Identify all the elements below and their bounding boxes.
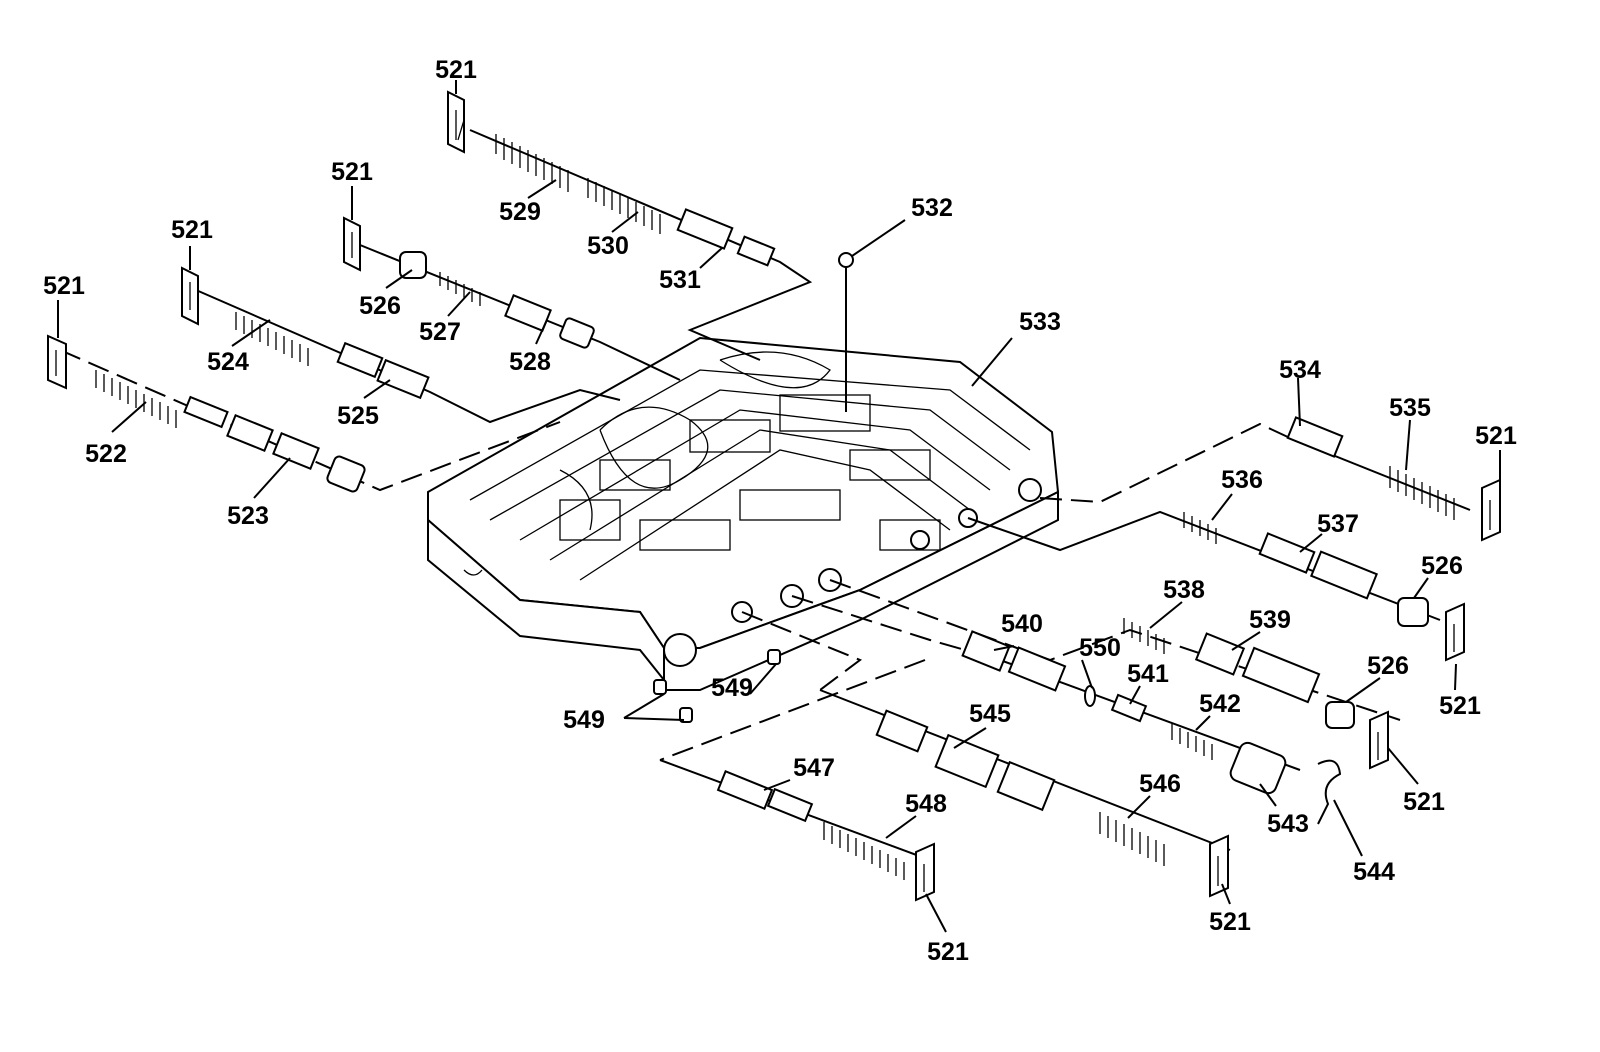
callout-label: 521: [1439, 692, 1481, 720]
callout-label: 521: [43, 272, 85, 300]
callout-label: 527: [419, 318, 461, 346]
callout-label: 521: [331, 158, 373, 186]
callout-label: 524: [207, 348, 249, 376]
callout-label: 545: [969, 700, 1011, 728]
callout-label: 540: [1001, 610, 1043, 638]
callout-label: 549: [563, 706, 605, 734]
callout-label: 537: [1317, 510, 1359, 538]
callout-label: 521: [1403, 788, 1445, 816]
parts: [47, 90, 1501, 902]
callout-label: 532: [911, 194, 953, 222]
callout-label: 547: [793, 754, 835, 782]
callout-label: 539: [1249, 606, 1291, 634]
springs: [95, 134, 1455, 880]
callout-label: 523: [227, 502, 269, 530]
callout-label: 526: [1421, 552, 1463, 580]
callout-label: 531: [659, 266, 701, 294]
callout-label: 550: [1079, 634, 1121, 662]
callout-label: 521: [1209, 908, 1251, 936]
callout-label: 529: [499, 198, 541, 226]
callout-label: 522: [85, 440, 127, 468]
valves: [183, 208, 1429, 825]
callout-label: 526: [359, 292, 401, 320]
callout-label: 526: [1367, 652, 1409, 680]
callout-label: 544: [1353, 858, 1395, 886]
callout-label: 535: [1389, 394, 1431, 422]
callout-label: 546: [1139, 770, 1181, 798]
callout-labels: 521 521 521 521 522 523 524 525 526 527 …: [43, 56, 1517, 966]
callout-label: 541: [1127, 660, 1169, 688]
callout-label: 549: [711, 674, 753, 702]
callout-label: 534: [1279, 356, 1321, 384]
callout-label: 521: [927, 938, 969, 966]
callout-label: 538: [1163, 576, 1205, 604]
callout-label: 548: [905, 790, 947, 818]
callout-label: 528: [509, 348, 551, 376]
callout-leaders: [57, 80, 1501, 933]
callout-label: 521: [435, 56, 477, 84]
callout-label: 542: [1199, 690, 1241, 718]
retainer-clip-521: [47, 90, 1501, 902]
valve-body-533: [427, 336, 1060, 691]
callout-label: 525: [337, 402, 379, 430]
callout-label: 536: [1221, 466, 1263, 494]
callout-label: 533: [1019, 308, 1061, 336]
callout-label: 543: [1267, 810, 1309, 838]
callout-label: 521: [171, 216, 213, 244]
callout-label: 530: [587, 232, 629, 260]
callout-label: 521: [1475, 422, 1517, 450]
